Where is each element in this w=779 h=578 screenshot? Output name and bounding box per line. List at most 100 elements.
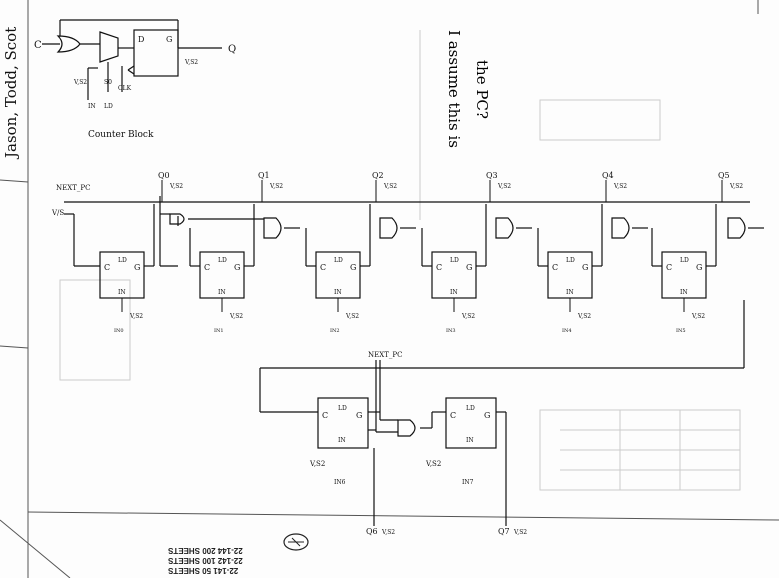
b2-ld: LD (466, 405, 475, 412)
q-label-1: Q1 (258, 171, 270, 180)
box-c-label: C (320, 263, 326, 272)
b2-vs: V,S2 (425, 460, 441, 468)
q7-label: Q7 (498, 527, 510, 536)
box-footer-1: IN1 (214, 328, 224, 334)
b1-in: IN (338, 437, 346, 444)
box-ld-label: LD (334, 257, 343, 264)
b1-footer: IN6 (334, 479, 346, 486)
box-ld-label: LD (218, 257, 227, 264)
q-vs-label-5: V,S2 (729, 183, 743, 190)
box-in-label: IN (680, 289, 688, 296)
note-line-2: the PC? (473, 60, 491, 119)
box-footer-5: IN5 (676, 328, 686, 334)
q7-vs: V,S2 (513, 529, 527, 536)
b1-ld: LD (338, 405, 347, 412)
box-footer-4: IN4 (562, 328, 572, 334)
q-label-0: Q0 (158, 171, 170, 180)
box-g-label: G (350, 263, 356, 272)
pad-line-3: 22-144 200 SHEETS (168, 546, 243, 555)
b2-footer: IN7 (462, 479, 474, 486)
box-vs-label-2: V,S2 (345, 313, 359, 320)
box-in-label: IN (118, 289, 126, 296)
box-g-label: G (134, 263, 140, 272)
authors-text: Jason, Todd, Scot (2, 26, 20, 158)
b1-g: G (356, 411, 362, 420)
q6-label: Q6 (366, 527, 378, 536)
box-footer-0: IN0 (114, 328, 124, 334)
box-ld-label: LD (566, 257, 575, 264)
counter-s0-label: S0 (104, 79, 112, 86)
box-in-label: IN (218, 289, 226, 296)
box-vs-label-1: V,S2 (229, 313, 243, 320)
box-in-label: IN (450, 289, 458, 296)
q-label-4: Q4 (602, 171, 614, 180)
box-c-label: C (204, 263, 210, 272)
counter-q-label: Q (228, 44, 236, 55)
counter-c-label: C (34, 40, 42, 51)
box-ld-label: LD (680, 257, 689, 264)
vs-input-label: V/S (51, 209, 64, 217)
counter-in-label: IN (88, 103, 96, 110)
b1-vs: V,S2 (309, 460, 325, 468)
counter-g-label: G (166, 35, 172, 44)
box-c-label: C (436, 263, 442, 272)
b2-in: IN (466, 437, 474, 444)
q-vs-label-2: V,S2 (383, 183, 397, 190)
counter-block-title: Counter Block (88, 130, 154, 140)
and-gate (727, 217, 746, 239)
q-vs-label-4: V,S2 (613, 183, 627, 190)
and-gate (263, 217, 282, 239)
counter-clk-label: CLK (118, 85, 132, 92)
handwritten-note-2: the PC? (448, 60, 508, 200)
box-g-label: G (582, 263, 588, 272)
bottom-row-wiring (259, 300, 745, 526)
counter-vss-label: V,S2 (184, 59, 198, 66)
author-names: Jason, Todd, Scot (2, 8, 30, 158)
box-in-label: IN (566, 289, 574, 296)
box-c-label: C (666, 263, 672, 272)
top-row-cells: CLDGINQ0V,S2V,S2IN0CLDGINQ1V,S2V,S2IN1CL… (99, 171, 764, 334)
box-ld-label: LD (118, 257, 127, 264)
pad-imprint: 22-141 50 SHEETS 22-142 100 SHEETS 22-14… (168, 533, 278, 575)
b1-c: C (322, 411, 328, 420)
and-gate (379, 217, 398, 239)
q-vs-label-3: V,S2 (497, 183, 511, 190)
pad-line-1: 22-141 50 SHEETS (168, 566, 239, 575)
q-label-2: Q2 (372, 171, 384, 180)
box-g-label: G (696, 263, 702, 272)
box-c-label: C (104, 263, 110, 272)
background-bleed (59, 30, 741, 491)
box-footer-3: IN3 (446, 328, 456, 334)
box-footer-2: IN2 (330, 328, 340, 334)
box-vs-label-5: V,S2 (691, 313, 705, 320)
counter-ld-label: LD (104, 103, 113, 110)
counter-d-label: D (138, 35, 144, 44)
q-vs-label-0: V,S2 (169, 183, 183, 190)
box-vs-label-3: V,S2 (461, 313, 475, 320)
next-pc-bottom-label: NEXT_PC (368, 351, 402, 359)
box-ld-label: LD (450, 257, 459, 264)
box-g-label: G (234, 263, 240, 272)
q-label-5: Q5 (718, 171, 730, 180)
next-pc-top-label: NEXT_PC (56, 184, 90, 192)
top-row-wiring (64, 196, 750, 267)
box-in-label: IN (334, 289, 342, 296)
box-vs-label-0: V,S2 (129, 313, 143, 320)
q-vs-label-1: V,S2 (269, 183, 283, 190)
q6-vs: V,S2 (381, 529, 395, 536)
box-c-label: C (552, 263, 558, 272)
counter-block (42, 19, 222, 100)
b2-c: C (450, 411, 456, 420)
box-g-label: G (466, 263, 472, 272)
pad-line-2: 22-142 100 SHEETS (168, 556, 243, 565)
and-gate (495, 217, 514, 239)
pad-logo (283, 533, 309, 551)
box-vs-label-4: V,S2 (577, 313, 591, 320)
counter-vs-left-label: V,S2 (73, 79, 87, 86)
